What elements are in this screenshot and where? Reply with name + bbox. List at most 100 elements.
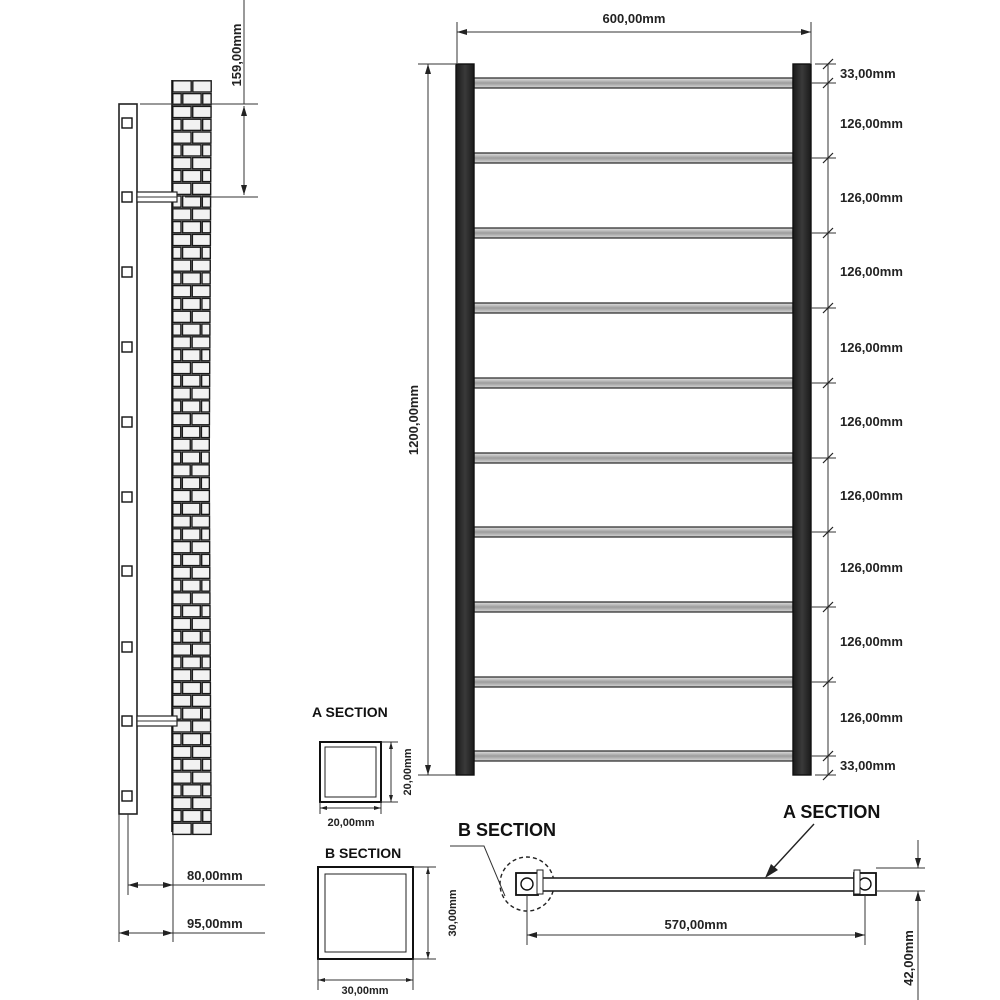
brick — [172, 617, 192, 631]
lower-wall-bracket — [136, 715, 178, 727]
brick — [192, 796, 212, 810]
brick — [182, 784, 202, 797]
brick — [182, 144, 202, 157]
brick — [201, 784, 212, 797]
brick — [192, 80, 212, 93]
brick — [191, 540, 211, 554]
brick — [172, 400, 182, 413]
top-view: A SECTION B SECTION — [450, 802, 925, 1000]
side-bar-end — [121, 790, 133, 802]
brick — [182, 809, 202, 823]
brick — [201, 758, 212, 772]
a-section-height-label: 20,00mm — [402, 748, 414, 795]
depth-inner-label: 80,00mm — [187, 868, 243, 883]
brick — [191, 387, 211, 400]
brick — [172, 118, 182, 132]
brick — [181, 220, 202, 234]
b-section-width-label: 30,00mm — [341, 985, 388, 997]
brick — [172, 822, 192, 836]
brick — [191, 643, 211, 656]
brick — [201, 681, 212, 695]
cross-bar — [473, 750, 794, 762]
brick — [181, 732, 202, 746]
brick — [172, 656, 182, 669]
brick — [191, 412, 211, 426]
brick — [192, 822, 212, 836]
brick — [200, 476, 211, 490]
brick — [191, 566, 211, 580]
brick — [172, 630, 182, 644]
brick — [201, 630, 211, 644]
b-section-height-label: 30,00mm — [447, 889, 459, 936]
brick — [172, 451, 182, 464]
brick — [191, 438, 210, 452]
brick — [191, 361, 211, 375]
brick — [172, 80, 192, 93]
brick — [191, 259, 211, 272]
brick — [200, 374, 211, 388]
brick — [191, 617, 211, 631]
spacing-tick — [822, 526, 834, 538]
b-section-detail: B SECTION 30,00mm 30,00mm — [317, 845, 459, 997]
brick — [191, 156, 212, 170]
brick — [172, 412, 192, 426]
top-view-left-rail — [515, 869, 544, 896]
brick — [201, 118, 212, 132]
brick — [182, 118, 202, 132]
top-view-width-label: 570,00mm — [665, 917, 728, 932]
brick — [181, 195, 202, 208]
brick — [172, 809, 182, 823]
left-rail — [455, 63, 475, 776]
wall-offset-dimension: 159,00mm — [140, 0, 258, 198]
height-dimension: 1200,00mm — [406, 63, 455, 776]
spacing-tick — [822, 152, 834, 164]
brick — [182, 92, 202, 106]
side-bar-end — [121, 641, 133, 653]
a-section-inner — [324, 746, 377, 798]
brick — [191, 336, 211, 349]
depth-outer-label: 95,00mm — [187, 916, 243, 931]
brick — [191, 182, 212, 196]
brick — [181, 297, 202, 311]
brick — [172, 784, 182, 797]
brick — [191, 233, 212, 247]
brick — [191, 694, 212, 708]
brick — [201, 195, 212, 208]
brick — [191, 668, 212, 682]
brick — [172, 272, 182, 285]
brick — [172, 374, 182, 388]
spacing-tick — [822, 452, 834, 464]
brick — [202, 809, 212, 823]
width-label: 600,00mm — [603, 11, 666, 26]
side-view: 159,00mm 80,00mm 95,00mm — [118, 0, 265, 942]
brick — [181, 553, 201, 567]
brick — [172, 169, 182, 183]
brick — [181, 502, 201, 516]
brick — [181, 425, 201, 439]
brick — [181, 400, 201, 413]
brick — [201, 323, 211, 336]
brick — [172, 156, 192, 170]
spacing-tick — [822, 676, 834, 688]
b-section-inner — [324, 873, 407, 953]
brick — [172, 92, 182, 106]
cross-bar — [473, 452, 794, 464]
brick — [181, 272, 202, 285]
brick — [191, 310, 211, 324]
brick — [172, 681, 182, 695]
brick — [191, 771, 212, 784]
brick — [172, 540, 192, 554]
spacing-tick — [822, 227, 834, 239]
brick — [172, 348, 182, 362]
cross-bar — [473, 152, 794, 164]
height-label: 1200,00mm — [406, 385, 421, 455]
cross-bar — [473, 377, 794, 389]
brick — [181, 681, 202, 695]
brick — [172, 361, 192, 375]
wall-offset-label: 159,00mm — [229, 24, 244, 87]
side-bar-end — [121, 117, 133, 129]
spacing-label-1: 126,00mm — [840, 116, 903, 131]
brick — [172, 592, 192, 605]
brick — [172, 297, 182, 311]
bar-spacing-dimensions — [811, 58, 836, 781]
